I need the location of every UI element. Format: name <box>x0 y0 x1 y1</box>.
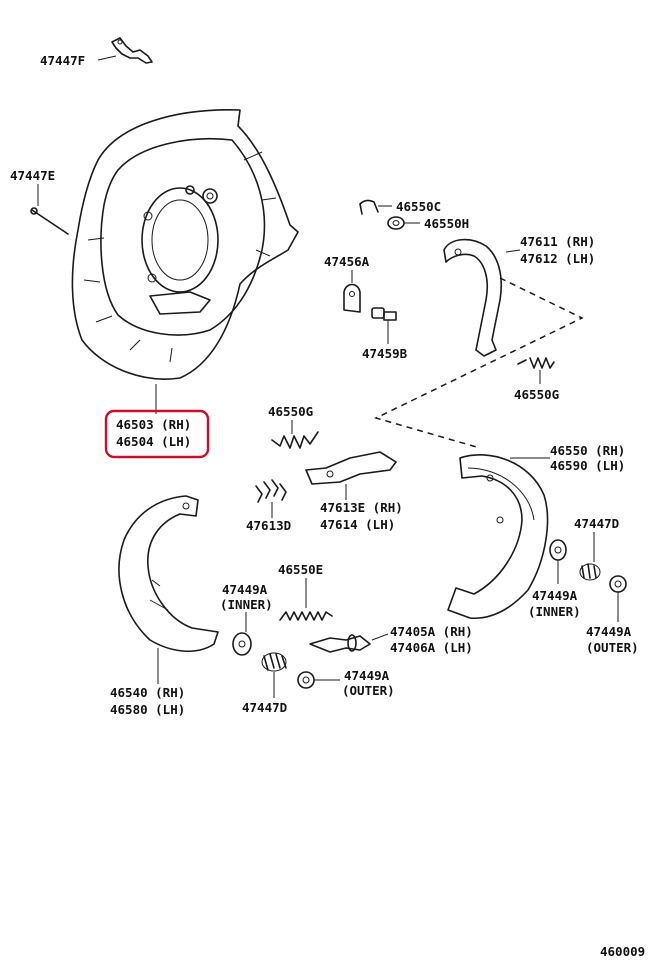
washer-46550H-drawing <box>387 216 420 230</box>
label-47405A: 47405A (RH) <box>390 624 473 639</box>
shoe-46550-drawing <box>447 454 550 620</box>
label-47447D-right: 47447D <box>574 516 619 531</box>
label-47456A: 47456A <box>324 254 370 269</box>
washer-47449A-inner-left-drawing <box>232 612 252 656</box>
label-46580: 46580 (LH) <box>110 702 185 717</box>
label-47447F: 47447F <box>40 53 85 68</box>
label-47449A-outer-right: 47449A <box>586 624 632 639</box>
springs-47613D-drawing <box>255 479 287 518</box>
shoe-46540-drawing <box>118 495 219 684</box>
label-inner-left: (INNER) <box>220 597 273 612</box>
label-46550G-right: 46550G <box>514 387 559 402</box>
label-47613D: 47613D <box>246 518 291 533</box>
lever-47611-drawing <box>443 238 521 357</box>
washer-47449A-inner-right-drawing <box>549 539 567 584</box>
label-46550: 46550 (RH) <box>550 443 625 458</box>
spring-46550G-center-drawing <box>271 420 319 449</box>
label-46504: 46504 (LH) <box>116 434 191 449</box>
retainer-47449A-outer-center-drawing <box>297 671 340 689</box>
label-46503: 46503 (RH) <box>116 417 191 432</box>
adjuster-47405A-drawing <box>309 633 389 653</box>
spring-46550G-right-drawing <box>517 357 555 384</box>
label-outer-center: (OUTER) <box>342 683 395 698</box>
label-outer-right: (OUTER) <box>586 640 639 655</box>
label-47449A-inner-right: 47449A <box>532 588 578 603</box>
spring-47447D-center-drawing <box>261 652 287 698</box>
label-47449A-inner-left: 47449A <box>222 582 268 597</box>
label-46540: 46540 (RH) <box>110 685 185 700</box>
label-47613E: 47613E (RH) <box>320 500 403 515</box>
label-46590: 46590 (LH) <box>550 458 625 473</box>
label-46550H: 46550H <box>424 216 469 231</box>
spring-47447D-right-drawing <box>579 532 601 581</box>
backing-plate-drawing <box>71 109 299 380</box>
assembly-dashed-line <box>373 277 584 449</box>
label-47612: 47612 (LH) <box>520 251 595 266</box>
label-inner-right: (INNER) <box>528 604 581 619</box>
spring-46550E-drawing <box>279 578 333 621</box>
highlight-box <box>104 409 210 459</box>
label-47447D-center: 47447D <box>242 700 287 715</box>
retainer-47449A-outer-right-drawing <box>609 575 627 622</box>
pin-47447E-drawing <box>30 207 69 235</box>
label-47406A: 47406A (LH) <box>390 640 473 655</box>
label-46550C: 46550C <box>396 199 441 214</box>
label-47459B: 47459B <box>362 346 408 361</box>
bolt-47459B-drawing <box>371 307 397 344</box>
label-47614: 47614 (LH) <box>320 517 395 532</box>
label-47447E: 47447E <box>10 168 55 183</box>
strut-47613E-drawing <box>305 451 397 500</box>
clip-46550C-drawing <box>359 199 392 215</box>
diagram-reference-code: 460009 <box>600 944 645 959</box>
label-46550G-center: 46550G <box>268 404 313 419</box>
clip-47447F-drawing <box>111 37 153 64</box>
label-46550E: 46550E <box>278 562 323 577</box>
label-47611: 47611 (RH) <box>520 234 595 249</box>
bracket-47456A-drawing <box>343 270 361 313</box>
label-47449A-outer-center: 47449A <box>344 668 390 683</box>
